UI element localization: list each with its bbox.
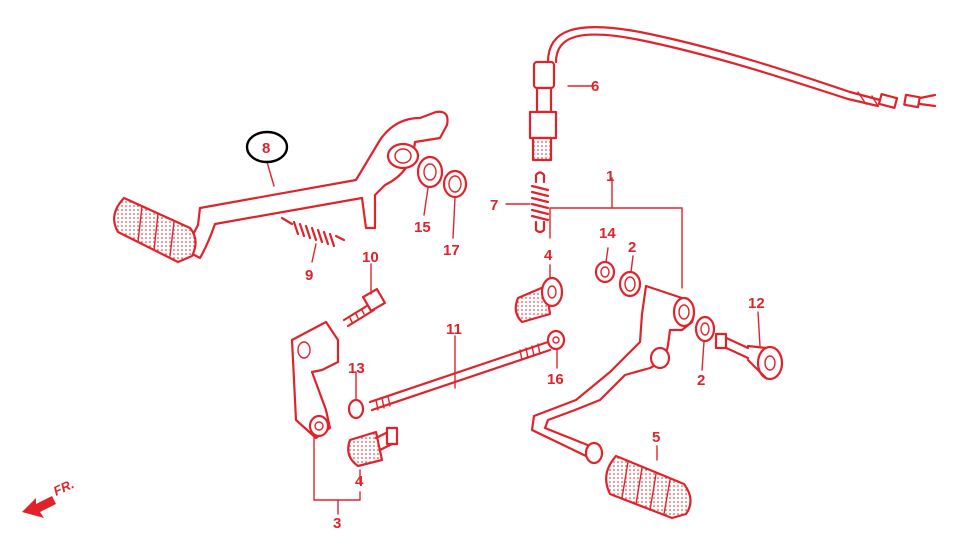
washer-14 [594,260,616,284]
callout-4-lower: 4 [355,473,364,490]
shift-pedal [530,284,696,520]
brake-pedal-rubber [113,196,197,264]
front-indicator: FR. [22,476,76,518]
bolt-10 [342,287,387,328]
callout-14: 14 [599,225,616,242]
nut-13 [347,398,365,420]
callout-10: 10 [362,249,379,266]
callout-4-upper: 4 [544,247,553,264]
highlight-ring [245,130,289,164]
front-arrow-icon [22,496,56,518]
nut-16 [546,329,566,351]
brake-pedal [113,110,449,264]
callout-7: 7 [490,197,498,214]
callout-15: 15 [414,219,431,236]
washer-15 [416,155,444,189]
callout-1: 1 [606,168,614,185]
circlip-17 [442,169,468,199]
callout-8-highlight: 8 [245,130,289,164]
pivot-bolt [714,332,784,381]
rod-joint-lower [347,426,399,468]
callout-2-upper: 2 [628,239,636,256]
callout-11: 11 [446,321,462,338]
callout-6: 6 [591,78,599,95]
spring-small [530,171,550,234]
callout-5: 5 [652,429,660,446]
callout-13: 13 [348,360,365,377]
seal-2-lower [694,315,716,343]
callout-16: 16 [547,371,564,388]
callout-17: 17 [443,242,460,259]
leader-lines [266,85,761,515]
shift-arm [290,320,340,440]
front-label: FR. [51,476,76,498]
shift-rod [368,340,552,412]
switch-cable [546,26,937,110]
rod-joint-upper [514,276,564,324]
callout-3: 3 [333,515,341,532]
callout-2-lower: 2 [697,372,705,389]
callout-8: 8 [262,140,270,157]
callout-9: 9 [305,267,313,284]
callouts: 1 2 2 3 4 4 5 6 7 8 9 10 11 12 13 14 15 … [245,78,765,532]
shift-pedal-rubber [605,454,692,520]
pedal-spring [280,216,346,248]
neutral-switch [528,60,558,162]
callout-12: 12 [748,295,765,312]
seal-2-upper [618,270,642,298]
